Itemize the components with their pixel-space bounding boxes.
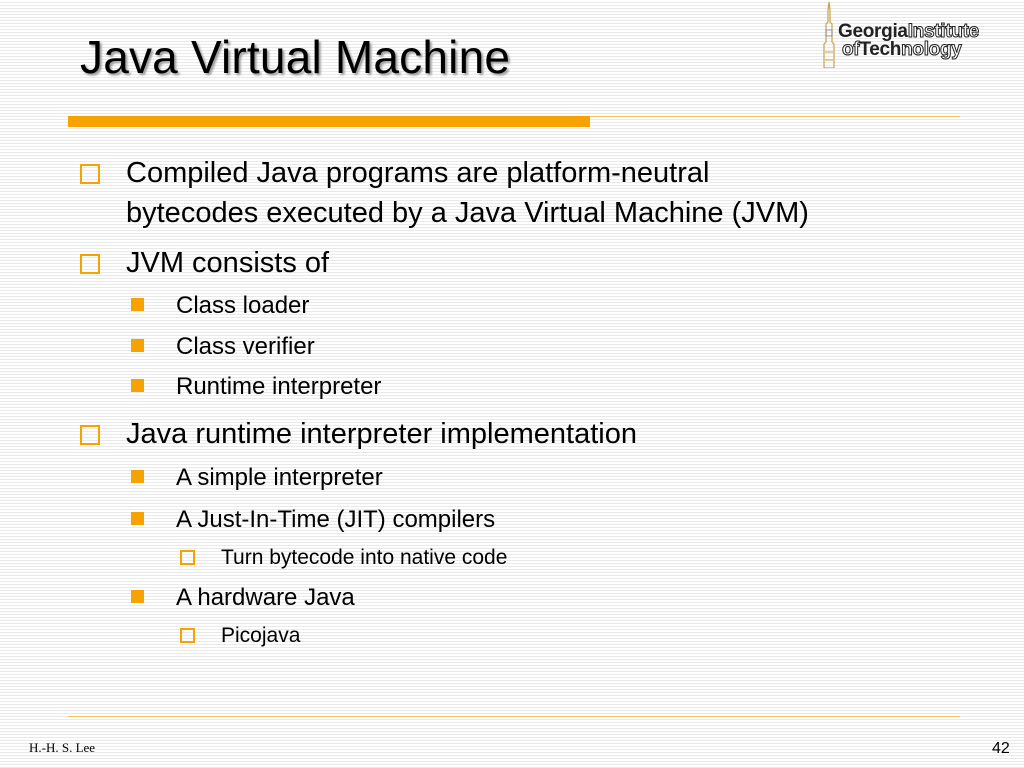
bullet-2-sub-1: Class loader	[176, 292, 310, 319]
page-number: 42	[992, 740, 1010, 757]
bullet-1-line-1: Compiled Java programs are platform-neut…	[126, 157, 710, 189]
hollow-square-bullet-icon	[80, 425, 100, 445]
slide-body: Compiled Java programs are platform-neut…	[80, 157, 809, 647]
logo-institute: Institute	[907, 21, 979, 42]
logo-of: of	[841, 39, 860, 60]
hollow-square-bullet-icon	[180, 628, 195, 643]
footer-divider	[68, 716, 960, 717]
hollow-square-bullet-icon	[80, 254, 100, 274]
bullet-2-sub-3: Runtime interpreter	[176, 373, 382, 400]
filled-square-bullet-icon	[131, 470, 144, 483]
bullet-2-sub-2: Class verifier	[176, 333, 315, 360]
logo-line-1: GeorgiaInstitute	[838, 21, 980, 42]
logo-nology: nology	[901, 39, 963, 60]
bullet-3-sub-2: A Just-In-Time (JIT) compilers	[176, 506, 496, 533]
tower-icon	[823, 2, 835, 68]
bullet-3: Java runtime interpreter implementation	[126, 418, 637, 450]
logo-line-2: ofTechnology	[841, 39, 963, 60]
filled-square-bullet-icon	[131, 512, 144, 525]
logo-georgia: Georgia	[838, 21, 908, 42]
bullet-2: JVM consists of	[126, 247, 330, 279]
hollow-square-bullet-icon	[180, 550, 195, 565]
footer-author: H.-H. S. Lee	[29, 740, 96, 755]
logo-tech: Tech	[859, 39, 902, 60]
filled-square-bullet-icon	[131, 379, 144, 392]
title-underline-bar	[68, 116, 590, 127]
bullet-3-sub-3-sub-1: Picojava	[221, 624, 301, 647]
georgia-tech-logo: GeorgiaInstitute ofTechnology	[822, 2, 1012, 68]
filled-square-bullet-icon	[131, 339, 144, 352]
bullet-3-sub-2-sub-1: Turn bytecode into native code	[221, 546, 508, 569]
slide-title: Java Virtual Machine	[80, 31, 511, 83]
title-underline-thin	[590, 116, 960, 117]
bullet-3-sub-3: A hardware Java	[176, 584, 355, 611]
hollow-square-bullet-icon	[80, 164, 100, 184]
filled-square-bullet-icon	[131, 298, 144, 311]
bullet-1-line-2: bytecodes executed by a Java Virtual Mac…	[126, 197, 809, 229]
filled-square-bullet-icon	[131, 590, 144, 603]
bullet-3-sub-1: A simple interpreter	[176, 464, 383, 491]
